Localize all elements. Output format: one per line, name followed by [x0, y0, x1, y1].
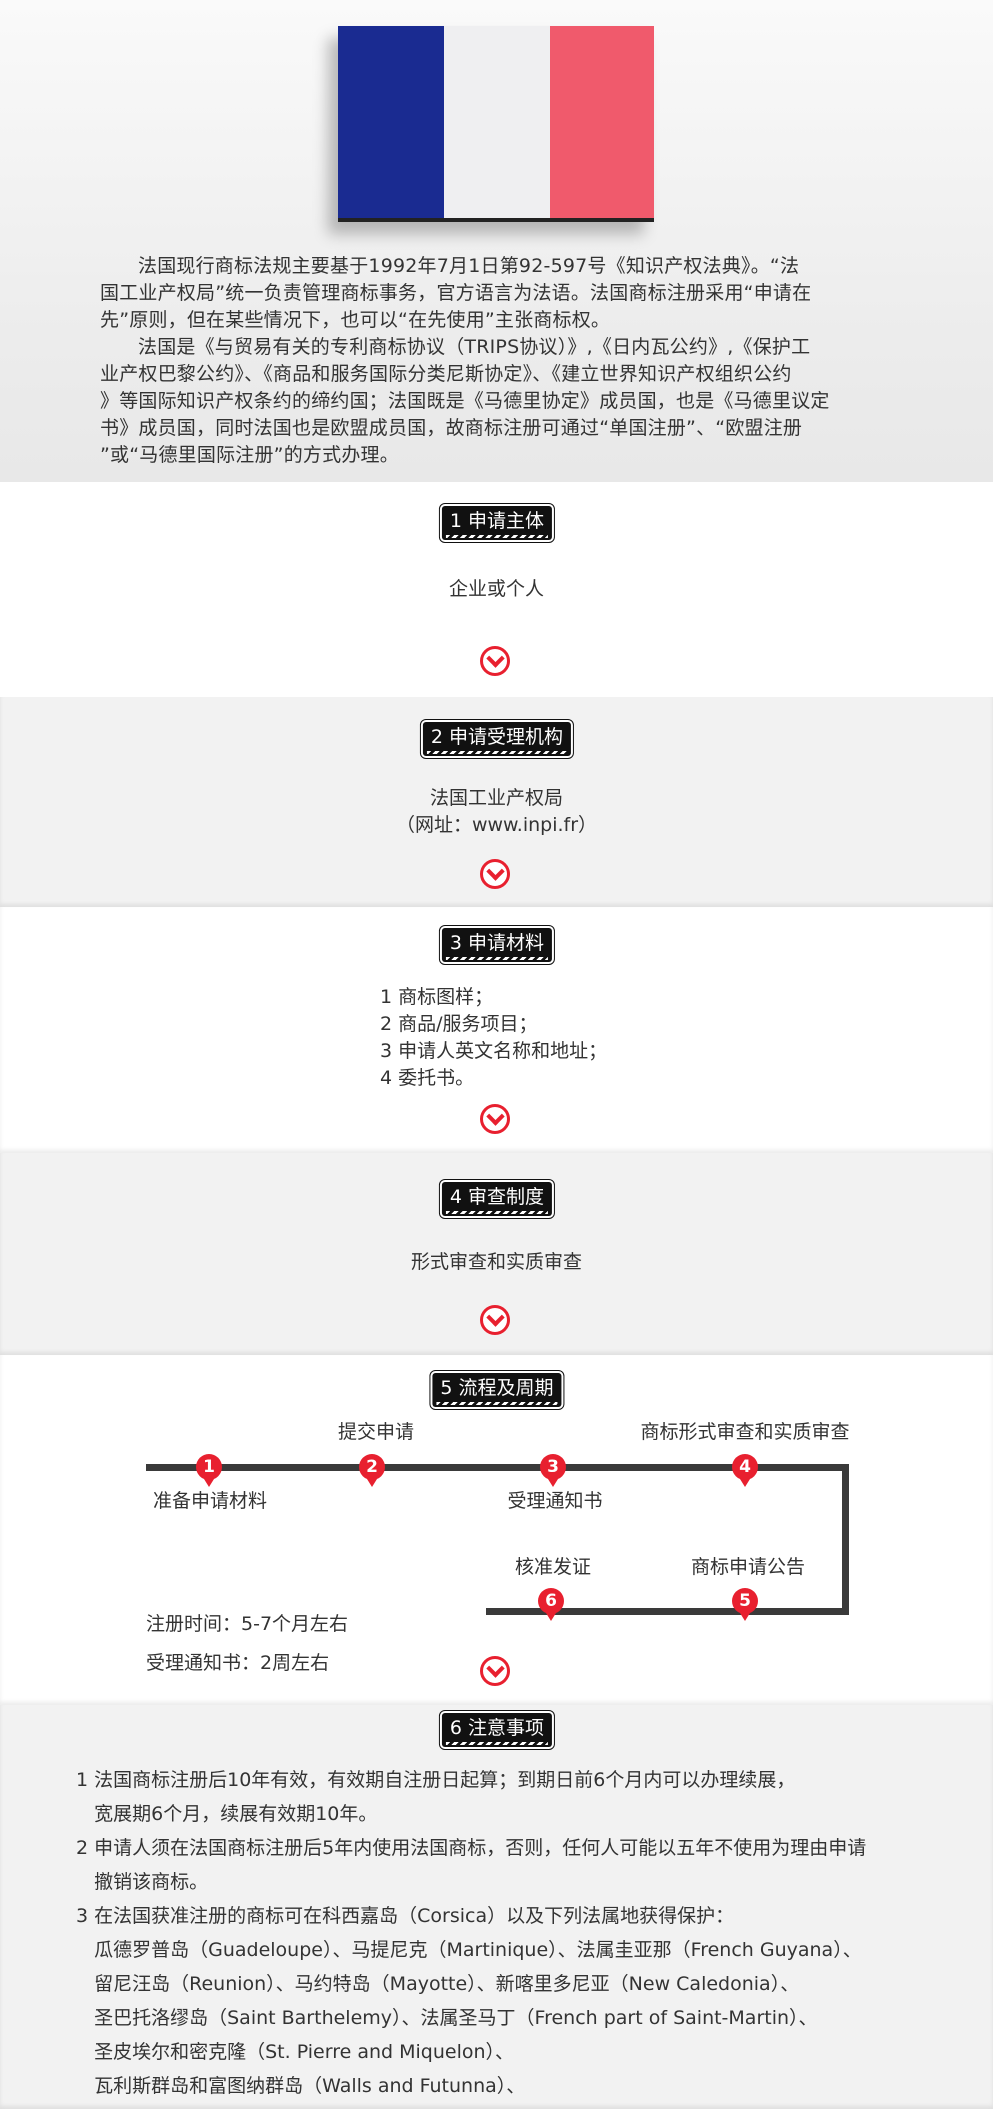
intro-line: 书》成员国，同时法国也是欧盟成员国，故商标注册可通过“单国注册”、“欧盟注册: [100, 417, 803, 439]
intro-line: 国工业产权局”统一负责管理商标事务，官方语言为法语。法国商标注册采用“申请在: [100, 282, 812, 304]
note-line: 2 申请人须在法国商标注册后5年内使用法国商标，否则，任何人可能以五年不使用为理…: [76, 1837, 867, 1859]
section-materials: 3 申请材料 1 商标图样； 2 商品/服务项目； 3 申请人英文名称和地址； …: [0, 907, 993, 1153]
process-line-top: [146, 1464, 849, 1471]
section-examination: 4 审查制度 形式审查和实质审查: [0, 1153, 993, 1355]
registration-time: 注册时间：5-7个月左右: [146, 1613, 349, 1635]
process-step-4: 4: [732, 1454, 758, 1487]
step-label: 核准发证: [514, 1556, 592, 1578]
step-label: 准备申请材料: [152, 1490, 268, 1512]
section-title: 3 申请材料: [441, 928, 553, 962]
section-title: 4 审查制度: [441, 1182, 553, 1216]
chevron-down-icon: [480, 646, 510, 676]
note-line: 圣皮埃尔和密克隆（St. Pierre and Miquelon）、: [76, 2041, 515, 2063]
flag-blue-stripe: [338, 26, 444, 218]
chevron-down-icon: [480, 1305, 510, 1335]
office-website: （网址：www.inpi.fr）: [395, 814, 598, 836]
flag-white-stripe: [444, 26, 550, 218]
section-notes: 6 注意事项 1 法国商标注册后10年有效，有效期自注册日起算；到期日前6个月内…: [0, 1705, 993, 2109]
section-title: 6 注意事项: [441, 1713, 553, 1747]
intro-paragraph-2: 法国是《与贸易有关的专利商标协议（TRIPS协议）》,《日内瓦公约》,《保护工 …: [100, 334, 905, 469]
section-applicant: 1 申请主体 企业或个人: [0, 482, 993, 697]
examination-text: 形式审查和实质审查: [410, 1251, 582, 1273]
office-name: 法国工业产权局: [429, 787, 563, 809]
note-line: 圣巴托洛缪岛（Saint Barthelemy）、法属圣马丁（French pa…: [76, 2007, 818, 2029]
material-item: 1 商标图样；: [380, 986, 494, 1008]
chevron-down-icon: [480, 1104, 510, 1134]
intro-section: 法国现行商标法规主要基于1992年7月1日第92-597号《知识产权法典》。“法…: [0, 0, 993, 482]
process-line-bottom: [486, 1608, 849, 1615]
note-line: 瓜德罗普岛（Guadeloupe）、马提尼克（Martinique）、法属圭亚那…: [76, 1939, 862, 1961]
step-label: 受理通知书: [507, 1490, 603, 1512]
process-step-1: 1: [196, 1454, 222, 1487]
intro-line: 法国是《与贸易有关的专利商标协议（TRIPS协议）》,《日内瓦公约》,《保护工: [138, 336, 811, 358]
section-title: 1 申请主体: [441, 506, 553, 540]
section-title: 5 流程及周期: [432, 1373, 562, 1407]
chevron-down-icon: [480, 1656, 510, 1686]
intro-line: 业产权巴黎公约》、《商品和服务国际分类尼斯协定》、《建立世界知识产权组织公约: [100, 363, 792, 385]
note-line: 3 在法国获准注册的商标可在科西嘉岛（Corsica）以及下列法属地获得保护：: [76, 1905, 735, 1927]
flag-red-stripe: [550, 26, 654, 218]
process-step-6: 6: [538, 1588, 564, 1621]
chevron-down-icon: [480, 859, 510, 889]
notice-time: 受理通知书：2周左右: [146, 1652, 330, 1674]
note-line: 留尼汪岛（Reunion）、马约特岛（Mayotte）、新喀里多尼亚（New C…: [76, 1973, 800, 1995]
note-line: 瓦利斯群岛和富图纳群岛（Walls and Futunna）、: [76, 2075, 526, 2097]
note-line: 撤销该商标。: [76, 1871, 209, 1893]
process-step-5: 5: [732, 1588, 758, 1621]
step-label: 提交申请: [337, 1421, 415, 1443]
intro-line: 》等国际知识产权条约的缔约国；法国既是《马德里协定》成员国，也是《马德里议定: [100, 390, 830, 412]
section-process: 5 流程及周期 1 2 3 4 5 6 准备申请材料 提交申请 受理通知书 商标…: [0, 1355, 993, 1705]
applicant-text: 企业或个人: [448, 578, 544, 600]
material-item: 2 商品/服务项目；: [380, 1013, 538, 1035]
intro-line: 法国现行商标法规主要基于1992年7月1日第92-597号《知识产权法典》。“法: [138, 255, 800, 277]
intro-line: 先”原则，但在某些情况下，也可以“在先使用”主张商标权。: [100, 309, 611, 331]
process-step-2: 2: [359, 1454, 385, 1487]
material-item: 3 申请人英文名称和地址；: [380, 1040, 608, 1062]
intro-line: ”或“马德里国际注册”的方式办理。: [100, 444, 399, 466]
step-label: 商标申请公告: [690, 1556, 806, 1578]
step-label: 商标形式审查和实质审查: [640, 1421, 850, 1443]
process-step-3: 3: [540, 1454, 566, 1487]
note-line: 宽展期6个月，续展有效期10年。: [76, 1803, 378, 1825]
note-line: 1 法国商标注册后10年有效，有效期自注册日起算；到期日前6个月内可以办理续展，: [76, 1769, 796, 1791]
material-item: 4 委托书。: [380, 1067, 475, 1089]
section-office: 2 申请受理机构 法国工业产权局 （网址：www.inpi.fr）: [0, 697, 993, 907]
intro-paragraph-1: 法国现行商标法规主要基于1992年7月1日第92-597号《知识产权法典》。“法…: [100, 253, 905, 334]
process-line-right: [842, 1464, 849, 1615]
france-flag: [338, 26, 654, 222]
section-title: 2 申请受理机构: [422, 722, 572, 756]
